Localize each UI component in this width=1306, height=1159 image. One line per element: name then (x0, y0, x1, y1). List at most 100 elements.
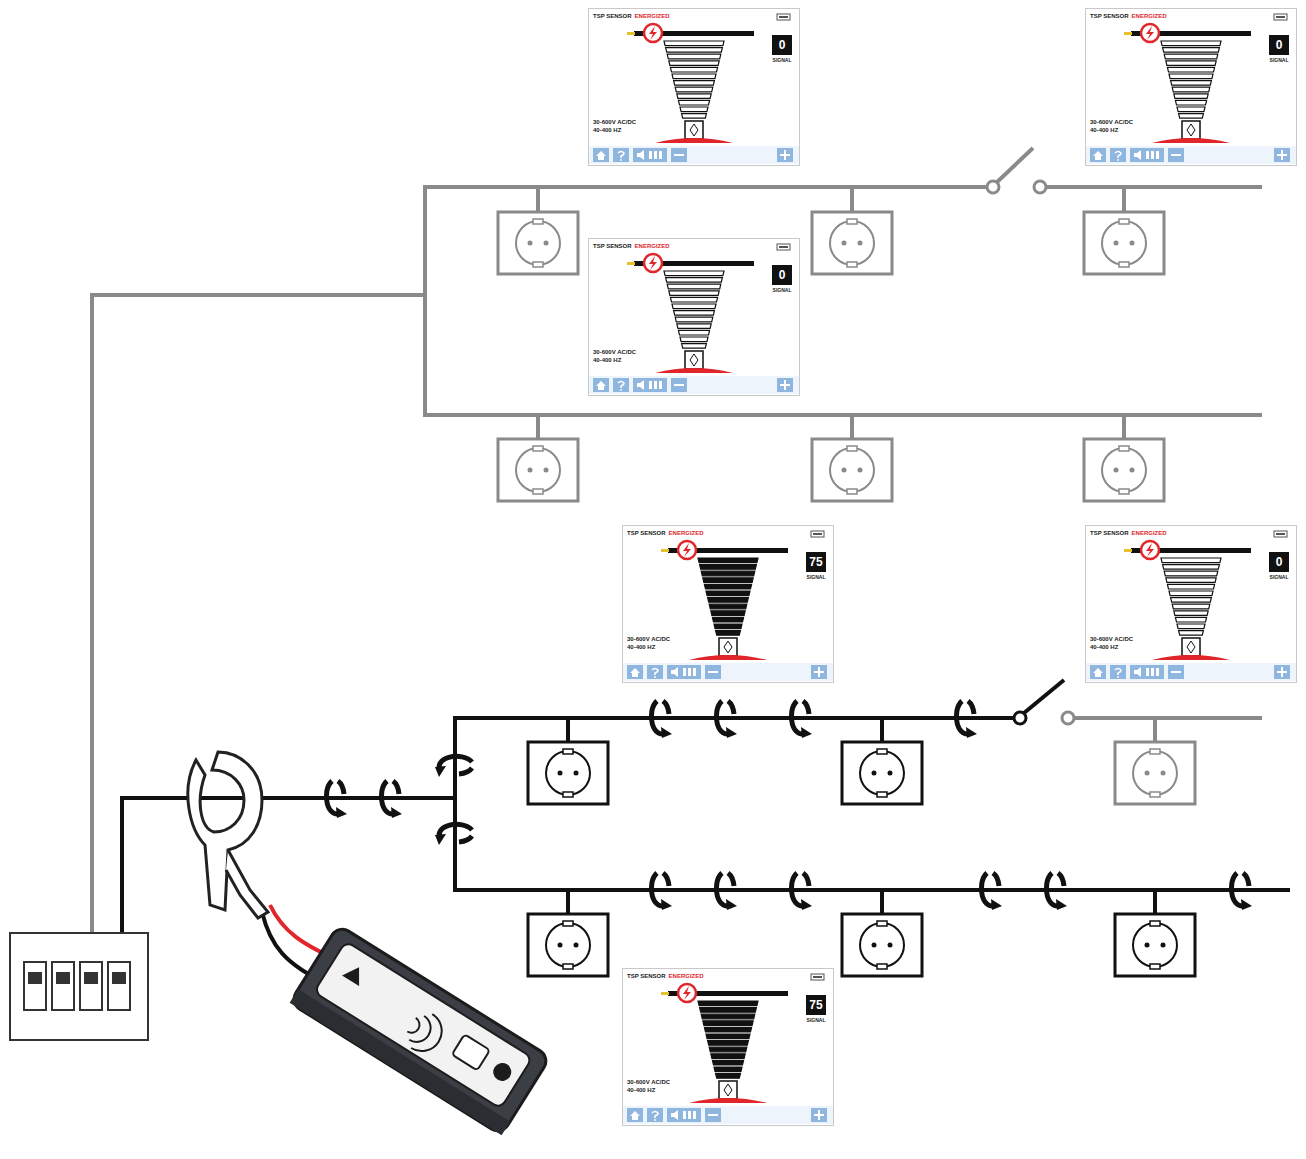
grey-branch-wire (425, 185, 987, 189)
switch-blade (996, 148, 1033, 183)
outlet (1115, 890, 1195, 976)
sensor-screen: TSP SENSORENERGIZED0SIGNAL30-600V AC/DC4… (1085, 8, 1297, 166)
sensor-title: TSP SENSOR (593, 243, 632, 249)
outlet (1084, 415, 1164, 501)
sensor-title: TSP SENSOR (1090, 530, 1129, 536)
sensor-illustration (589, 239, 799, 395)
status-text: ENERGIZED (1132, 530, 1167, 536)
status-text: ENERGIZED (1132, 13, 1167, 19)
sensor-screen: TSP SENSORENERGIZED75SIGNAL30-600V AC/DC… (622, 525, 834, 683)
voltage-range: 40-400 HZ (1090, 127, 1118, 133)
voltage-range: 40-400 HZ (627, 644, 655, 650)
breaker (24, 962, 46, 1010)
switch-contact (1034, 181, 1046, 193)
sensor-illustration (1086, 526, 1296, 682)
signal-ring (791, 701, 812, 738)
breaker (108, 962, 130, 1010)
status-text: ENERGIZED (635, 13, 670, 19)
black-wiring (122, 680, 1290, 933)
outlet (1115, 718, 1195, 804)
screen-header: TSP SENSORENERGIZED (1090, 13, 1167, 19)
current-clamp (188, 752, 268, 918)
outlet (812, 415, 892, 501)
sensor-screen: TSP SENSORENERGIZED0SIGNAL30-600V AC/DC4… (588, 8, 800, 166)
sensor-title: TSP SENSOR (593, 13, 632, 19)
sensor-screen: TSP SENSORENERGIZED0SIGNAL30-600V AC/DC4… (1085, 525, 1297, 683)
clamp-jaw (188, 752, 262, 910)
grey-feeder (92, 295, 425, 933)
signal-value: 75 (806, 995, 826, 1015)
signal-ring (435, 756, 472, 777)
outlet (498, 187, 578, 274)
voltage-range: 30-600V AC/DC (627, 1079, 670, 1085)
outlet (842, 890, 922, 976)
black-riser (453, 716, 457, 892)
panel-box (10, 933, 148, 1040)
transmitter (290, 925, 551, 1136)
transmitter-body (290, 925, 551, 1136)
screen-header: TSP SENSORENERGIZED (593, 243, 670, 249)
black-branch-wire (455, 716, 1014, 720)
grey-branch-wire (1073, 716, 1262, 720)
voltage-range: 40-400 HZ (593, 127, 621, 133)
status-text: ENERGIZED (635, 243, 670, 249)
signal-rings (326, 701, 1252, 910)
warning-icon (342, 962, 367, 986)
status-text: ENERGIZED (669, 530, 704, 536)
screen-header: TSP SENSORENERGIZED (593, 13, 670, 19)
voltage-range: 40-400 HZ (593, 357, 621, 363)
sensor-screen: TSP SENSORENERGIZED 75SIGNAL 30-600V AC/DC… (622, 968, 834, 1126)
sensor-illustration (589, 9, 799, 165)
outlet (528, 718, 608, 804)
signal-ring (1046, 873, 1067, 910)
outlet (842, 718, 922, 804)
grey-branch-wire (1046, 185, 1262, 189)
grey-riser (423, 185, 427, 417)
signal-ring (651, 701, 672, 738)
breaker-toggle (112, 972, 126, 984)
breaker-toggle (56, 972, 70, 984)
signal-ring (381, 781, 402, 818)
signal-value: 75 (806, 552, 826, 572)
sensor-title: TSP SENSOR (627, 530, 666, 536)
signal-value: 0 (772, 265, 792, 285)
switch-contacts (987, 181, 1074, 724)
screen-header: TSP SENSORENERGIZED (627, 973, 704, 979)
signal-ring (716, 873, 737, 910)
sensor-title: TSP SENSOR (1090, 13, 1129, 19)
breaker (52, 962, 74, 1010)
signal-ring (956, 701, 977, 738)
clamp-handle (226, 850, 268, 918)
voltage-range: 30-600V AC/DC (593, 349, 636, 355)
sensor-illustration (1086, 9, 1296, 165)
signal-ring (791, 873, 812, 910)
black-branch-wire (455, 888, 1290, 892)
sensor-screen: TSP SENSORENERGIZED 0SIGNAL 30-600V AC/DC 4… (588, 238, 800, 396)
grey-branch-wire (425, 413, 1262, 417)
signal-ring (651, 873, 672, 910)
signal-label: SIGNAL (1270, 575, 1289, 580)
signal-value: 0 (1269, 35, 1289, 55)
signal-ring (326, 781, 347, 818)
breaker-panel (10, 933, 148, 1040)
switch-contact (987, 181, 999, 193)
switch-blade (1024, 680, 1064, 713)
status-text: ENERGIZED (669, 973, 704, 979)
breaker-toggle (28, 972, 42, 984)
signal-value: 0 (772, 35, 792, 55)
signal-ring (435, 824, 472, 845)
black-feeder (122, 798, 455, 933)
signal-label: SIGNAL (773, 288, 792, 293)
signal-ring (716, 701, 737, 738)
breaker (80, 962, 102, 1010)
screen-header: TSP SENSORENERGIZED (627, 530, 704, 536)
voltage-range: 30-600V AC/DC (627, 636, 670, 642)
mode-switch (452, 1034, 490, 1070)
signal-ring (1231, 873, 1252, 910)
breaker-toggle (84, 972, 98, 984)
signal-label: SIGNAL (807, 1018, 826, 1023)
voltage-range: 40-400 HZ (1090, 644, 1118, 650)
sensor-illustration (623, 526, 833, 682)
voltage-range: 30-600V AC/DC (593, 119, 636, 125)
voltage-range: 30-600V AC/DC (1090, 119, 1133, 125)
